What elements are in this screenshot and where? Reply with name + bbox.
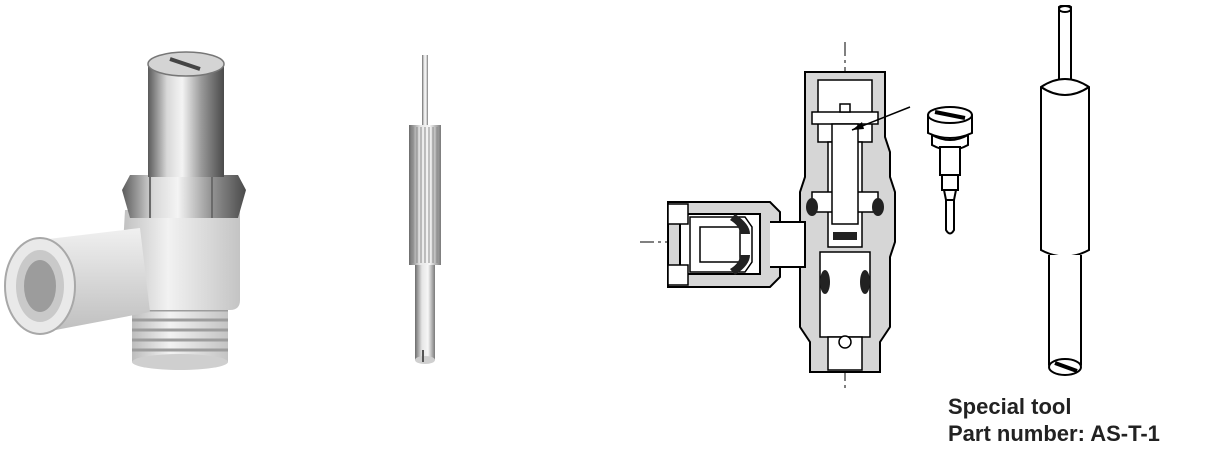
body bbox=[120, 210, 240, 310]
caption-title: Special tool bbox=[948, 394, 1072, 419]
cross-section-drawing bbox=[640, 42, 911, 392]
special-tool-drawing bbox=[1040, 5, 1090, 376]
needle-drawing bbox=[927, 106, 973, 235]
tool-photo bbox=[409, 55, 441, 364]
side-port bbox=[4, 228, 150, 335]
special-tool-caption: Special tool Part number: AS-T-1 bbox=[948, 393, 1160, 447]
metal-cap bbox=[147, 51, 225, 177]
fitting-photo bbox=[4, 51, 246, 370]
hex-nut bbox=[122, 175, 246, 218]
caption-part-number: Part number: AS-T-1 bbox=[948, 421, 1160, 446]
